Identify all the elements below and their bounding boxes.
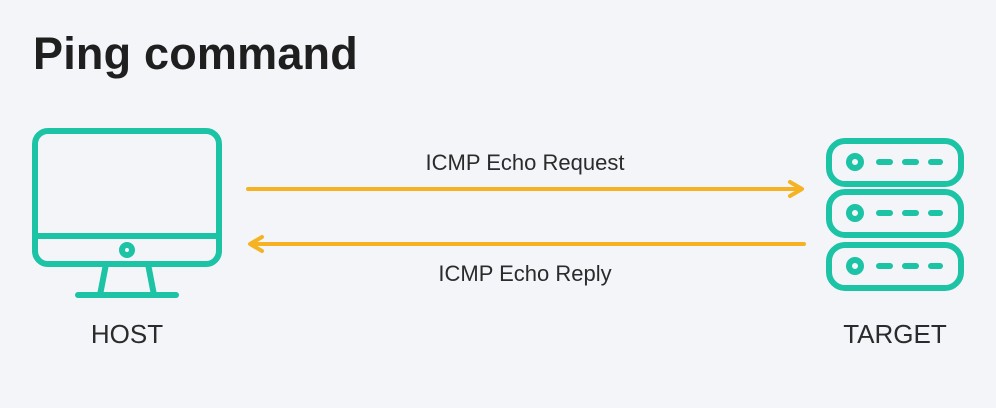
request-label: ICMP Echo Request xyxy=(426,150,625,175)
request-arrow xyxy=(246,180,804,198)
reply-arrow xyxy=(248,235,806,253)
page-title: Ping command xyxy=(33,28,358,79)
target-label: TARGET xyxy=(843,319,947,349)
reply-label: ICMP Echo Reply xyxy=(438,261,611,286)
host-label: HOST xyxy=(91,319,163,349)
server-icon xyxy=(826,138,964,291)
monitor-icon xyxy=(32,128,222,298)
